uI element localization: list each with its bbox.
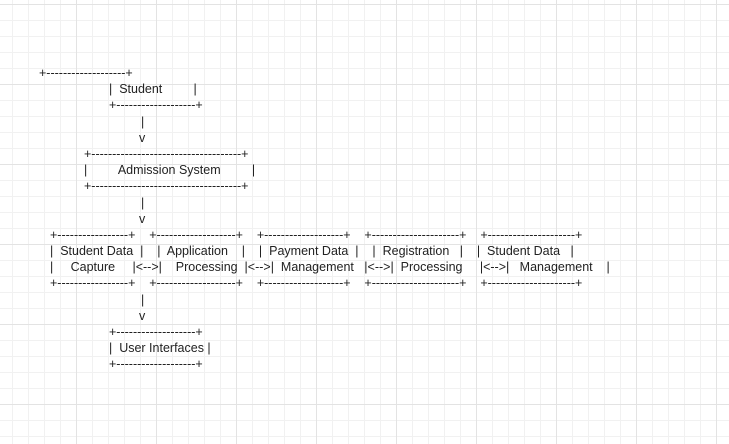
student-box-bottom-border: +-------------------+ — [109, 98, 203, 112]
process-row-top-border: +-----------------+ +-------------------… — [50, 228, 583, 242]
connector-line: | — [141, 196, 145, 210]
admission-box-bottom-border: +------------------------------------+ — [84, 179, 249, 193]
connector-arrow: v — [139, 212, 146, 226]
admission-box-top-border: +------------------------------------+ — [84, 147, 249, 161]
connector-line: | — [141, 293, 145, 307]
process-row-labels-line-2: | Capture |<-->| Processing |<-->| Manag… — [50, 260, 610, 274]
process-row-bottom-border: +-----------------+ +-------------------… — [50, 276, 583, 290]
user-interfaces-box-top-border: +-------------------+ — [109, 325, 203, 339]
student-box-top-border: +-------------------+ — [39, 66, 133, 80]
connector-line: | — [141, 115, 145, 129]
user-interfaces-box-bottom-border: +-------------------+ — [109, 357, 203, 371]
connector-arrow: v — [139, 131, 146, 145]
user-interfaces-box-label: | User Interfaces | — [109, 341, 211, 355]
admission-box-label: | Admission System | — [84, 163, 256, 177]
connector-arrow: v — [139, 309, 146, 323]
process-row-labels-line-1: | Student Data | | Application | | Payme… — [50, 244, 574, 258]
student-box-label: | Student | — [109, 82, 197, 96]
